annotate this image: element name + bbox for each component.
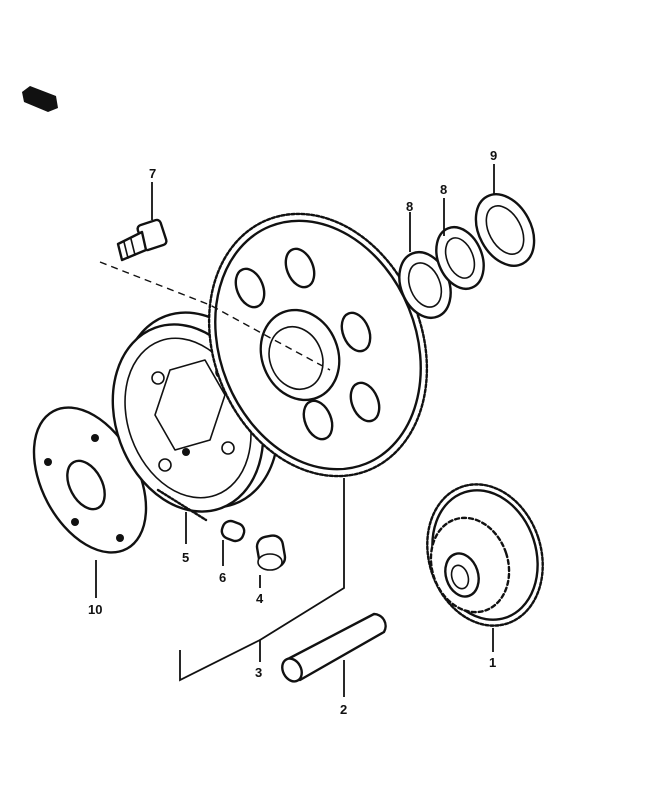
callout-10: 10 [88,602,102,617]
part-4-roller [255,534,287,571]
part-8-bearing-right [435,226,485,290]
callout-8-left: 8 [406,199,413,214]
leader-lines [95,164,495,697]
part-7-bolt [116,218,168,262]
part-8-bearing-left [398,251,452,319]
callout-6: 6 [219,570,226,585]
part-6-plunger [220,519,246,543]
part-9-washer [474,193,536,267]
callout-5: 5 [182,550,189,565]
part-10-plate [32,406,148,554]
callout-9: 9 [490,148,497,163]
part-1-idle-gear [426,483,544,627]
callout-1: 1 [489,655,496,670]
callout-8-right: 8 [440,182,447,197]
front-arrow-icon [22,86,58,112]
part-5-spring [156,488,208,522]
part-2-shaft [281,612,387,683]
callout-2: 2 [340,702,347,717]
assembly-line [99,261,331,371]
starter-driven-gear [207,212,429,478]
callout-7: 7 [149,166,156,181]
callout-4: 4 [256,591,264,606]
callout-3: 3 [255,665,262,680]
